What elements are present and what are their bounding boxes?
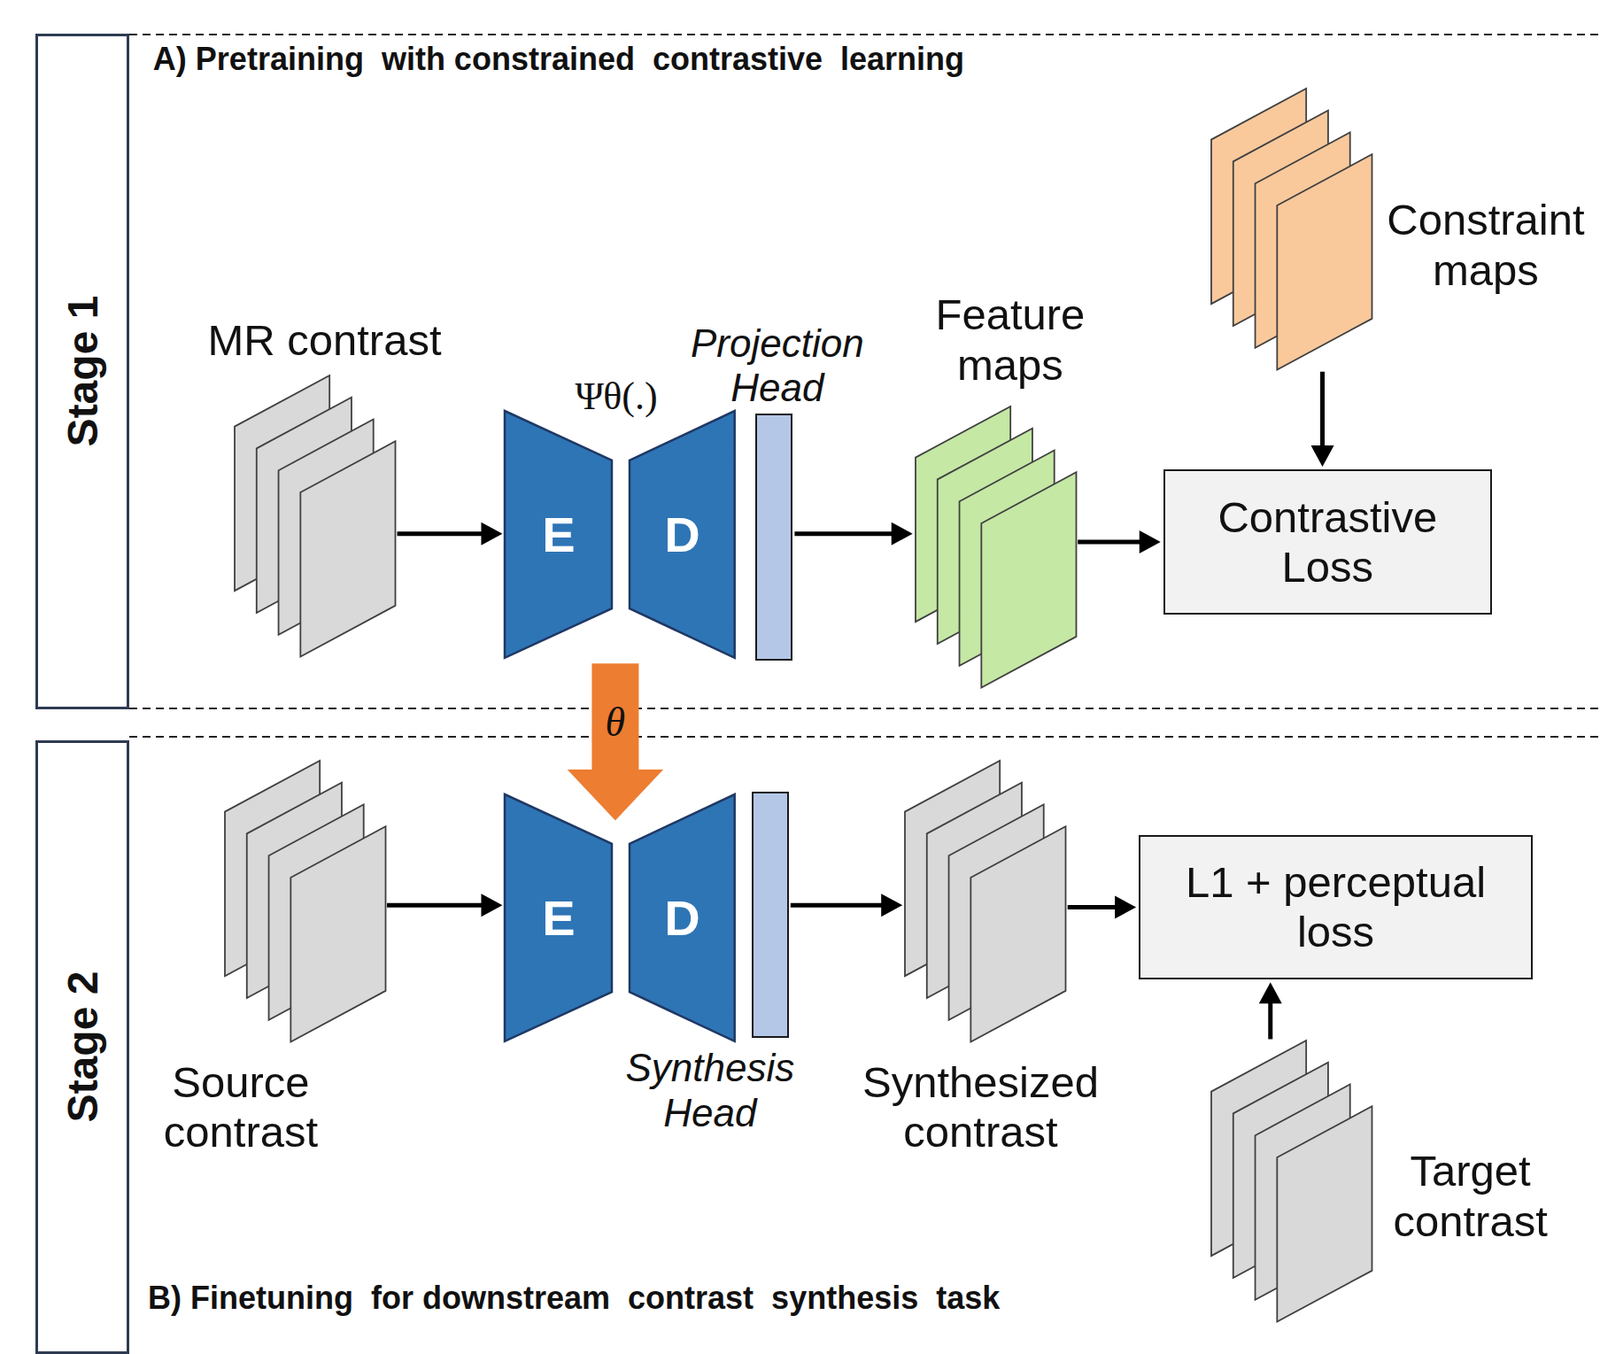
image-stack: Synthesized contrast: [904, 760, 1067, 1042]
arrow-connector: [397, 522, 503, 546]
transfer-arrow: [567, 663, 664, 820]
head-bar: Synthesis Head: [751, 791, 789, 1038]
arrowhead: [480, 893, 503, 917]
image-sheet: [290, 826, 386, 1042]
connector-line: [794, 531, 896, 536]
dashed-divider: [129, 707, 1600, 710]
panel-title: A) Pretraining with constrained contrast…: [153, 40, 965, 78]
function-symbol: Ψθ(.): [575, 373, 658, 419]
connector-line: [1067, 904, 1120, 910]
arrowhead: [480, 522, 503, 546]
image-sheet: [1276, 1106, 1372, 1322]
stack-caption: Constraint maps: [1375, 194, 1596, 295]
sheet-stack: [915, 406, 1077, 688]
image-stack: Constraint maps: [1211, 88, 1373, 370]
block-letter: E: [541, 505, 575, 564]
image-stack: MR contrast: [234, 375, 396, 657]
head-caption: Projection Head: [680, 321, 874, 411]
trapezoid-outline: [504, 794, 612, 1042]
stage-label-box: Stage 2: [35, 740, 130, 1354]
stack-caption: Source contrast: [148, 1057, 333, 1158]
arrow-connector: [567, 663, 664, 820]
arrow-connector: [1311, 371, 1335, 467]
image-sheet: [981, 471, 1076, 688]
trapezoid-outline: [629, 794, 735, 1042]
connector-line: [397, 531, 487, 536]
dashed-divider: [129, 735, 1600, 738]
connector-line: [1077, 539, 1144, 544]
block-letter: E: [541, 888, 575, 947]
stack-caption: MR contrast: [171, 315, 479, 365]
arrow-connector: [790, 893, 903, 917]
stage-label: Stage 1: [58, 295, 108, 448]
connector-line: [1320, 371, 1325, 450]
stack-caption: Target contrast: [1378, 1145, 1562, 1246]
head-bar: Projection Head: [755, 413, 794, 661]
loss-box: Contrastive Loss: [1163, 469, 1492, 615]
arrow-connector: [386, 893, 503, 917]
dashed-divider: [129, 33, 1600, 36]
image-stack: Target contrast: [1211, 1040, 1373, 1322]
connector-line: [386, 903, 486, 908]
arrowhead: [1311, 445, 1335, 467]
arrow-connector: [1067, 896, 1137, 920]
sheet-stack: [234, 375, 396, 657]
decoder-block: D: [629, 410, 735, 658]
stage-label: Stage 2: [58, 971, 108, 1123]
stage-label-box: Stage 1: [35, 33, 130, 710]
sheet-stack: [904, 760, 1067, 1042]
encoder-block: E: [504, 794, 612, 1042]
stack-caption: Synthesized contrast: [852, 1057, 1108, 1158]
edge-label: θ: [605, 698, 627, 746]
sheet-stack: [1211, 1040, 1373, 1322]
head-caption: Synthesis Head: [612, 1045, 807, 1136]
decoder-block: D: [629, 794, 735, 1042]
box-text: L1 + perceptual loss: [1158, 857, 1514, 958]
trapezoid-outline: [629, 410, 735, 658]
connector-line: [790, 903, 886, 908]
arrowhead: [891, 522, 913, 546]
trapezoid-outline: [504, 410, 612, 658]
image-sheet: [1276, 154, 1372, 371]
arrowhead: [1114, 896, 1137, 920]
image-sheet: [300, 440, 395, 657]
arrow-connector: [1259, 981, 1283, 1039]
arrow-connector: [1077, 530, 1161, 554]
connector-line: [1267, 999, 1273, 1040]
arrowhead: [1139, 530, 1161, 554]
arrow-connector: [794, 522, 913, 546]
loss-box: L1 + perceptual loss: [1138, 834, 1533, 981]
stack-caption: Feature maps: [923, 289, 1098, 390]
image-stack: Feature maps: [915, 406, 1077, 688]
block-letter: D: [664, 505, 700, 564]
image-stack: Source contrast: [224, 760, 387, 1042]
sheet-stack: [224, 760, 387, 1042]
panel-title: B) Finetuning for downstream contrast sy…: [147, 1279, 1000, 1317]
encoder-block: E: [504, 410, 612, 658]
arrowhead: [1259, 981, 1283, 1004]
arrowhead: [881, 893, 903, 917]
box-text: Contrastive Loss: [1182, 492, 1473, 593]
sheet-stack: [1211, 88, 1373, 370]
block-letter: D: [664, 888, 700, 947]
image-sheet: [971, 826, 1067, 1042]
